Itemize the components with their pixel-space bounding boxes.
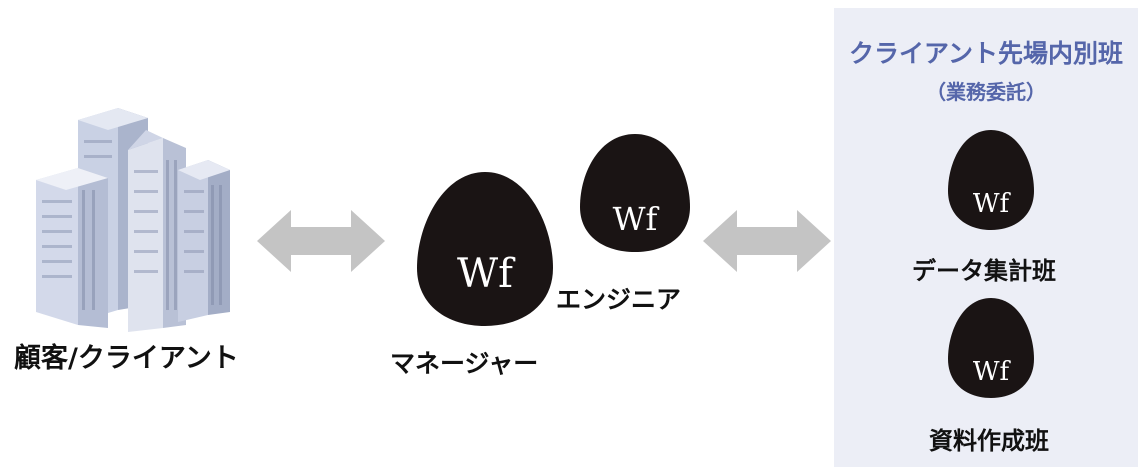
onsite-team-panel: クライアント先場内別班 （業務委託） Wf データ集計班 Wf 資料作成班 (834, 8, 1138, 467)
docs-team-label: 資料作成班 (929, 427, 1049, 455)
logo-mark: Wf (457, 251, 516, 297)
docs-team-egg-icon: Wf (946, 296, 1036, 400)
bidirectional-arrow-icon (703, 210, 831, 272)
logo-mark: Wf (973, 357, 1012, 387)
logo-mark: Wf (973, 189, 1012, 219)
client-buildings-illustration (18, 100, 248, 332)
manager-egg-icon: Wf (415, 170, 555, 328)
panel-subtitle: （業務委託） (926, 80, 1046, 104)
panel-title: クライアント先場内別班 (848, 39, 1123, 68)
logo-mark: Wf (613, 200, 660, 238)
bidirectional-arrow-icon (257, 210, 385, 272)
engineer-label: エンジニア (556, 285, 682, 314)
engineer-egg-icon: Wf (578, 132, 692, 254)
manager-label: マネージャー (390, 349, 539, 378)
client-label: 顧客/クライアント (14, 343, 239, 374)
data-team-egg-icon: Wf (946, 128, 1036, 232)
data-team-label: データ集計班 (912, 257, 1056, 285)
